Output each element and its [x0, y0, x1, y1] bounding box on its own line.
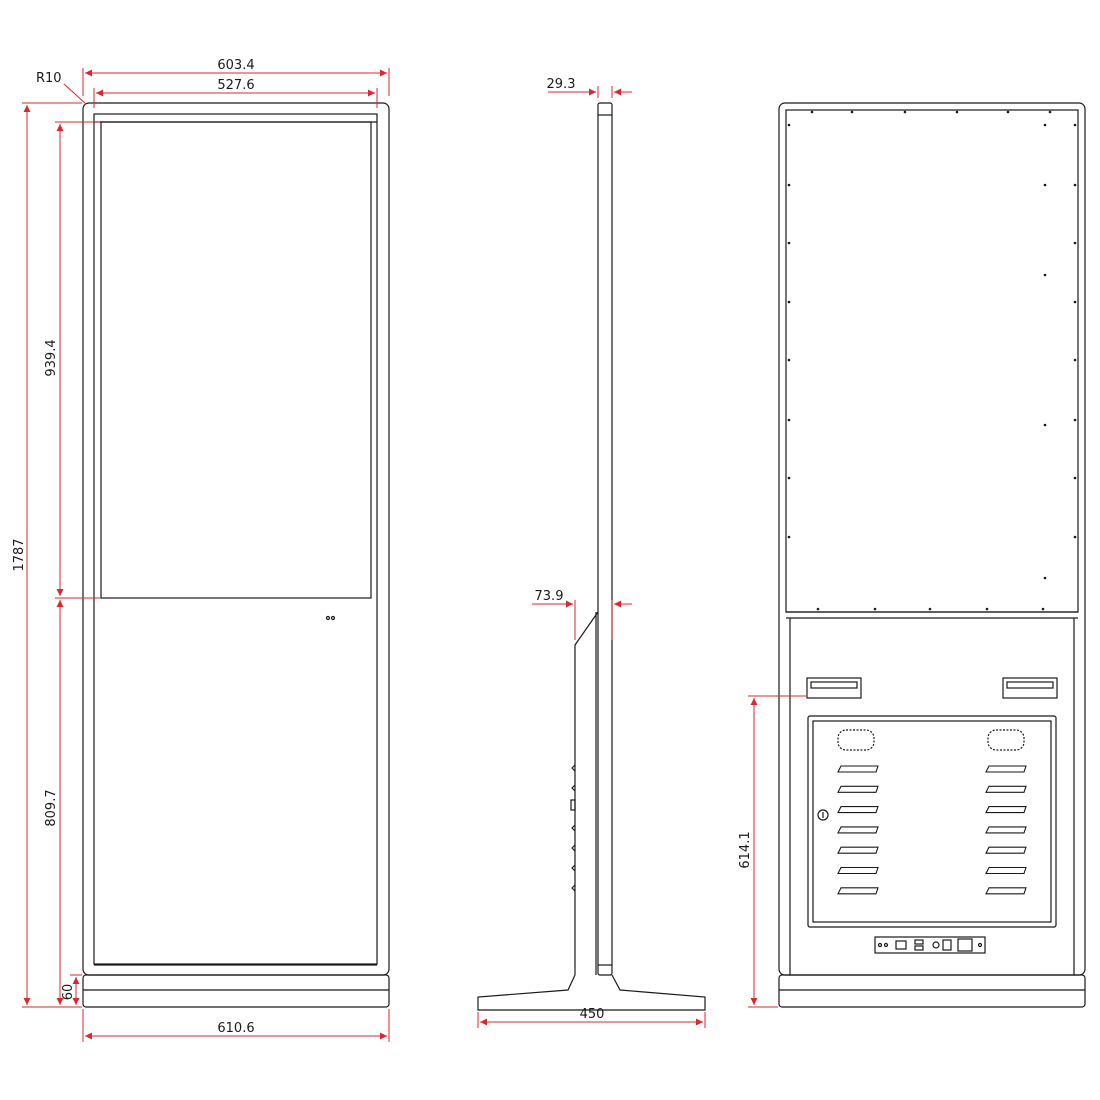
screw-hole: [928, 607, 932, 611]
rear-screw-holes: [787, 110, 1077, 611]
front-dimension-labels: 603.4 527.6 R10 1787 939.4 809.7 60 610.…: [12, 58, 255, 1036]
front-sensor-dot: [325, 615, 331, 621]
screw-hole: [1043, 183, 1047, 187]
vent-slot: [985, 785, 1027, 793]
screw-hole: [787, 300, 791, 304]
side-foot: [477, 974, 706, 1011]
vent-slot: [837, 826, 879, 834]
screw-hole: [1073, 476, 1077, 480]
label-base-width: 610.6: [217, 1021, 254, 1036]
rear-speaker-grille-left: [837, 729, 875, 751]
screw-hole: [1043, 423, 1047, 427]
rear-outer-frame: [778, 102, 1086, 976]
side-dimensions: [477, 86, 706, 1028]
screw-hole: [873, 607, 877, 611]
rear-speaker-grille-right: [987, 729, 1025, 751]
rear-base: [778, 974, 1086, 1008]
vent-slot: [985, 866, 1027, 875]
screw-hole: [1073, 358, 1077, 362]
rear-dimension-labels: 614.1: [738, 831, 753, 868]
front-base: [82, 974, 390, 1008]
screw-hole: [1006, 110, 1010, 114]
side-vent-ticks: [570, 764, 576, 892]
front-dimensions: [22, 68, 390, 1042]
screw-hole: [1043, 123, 1047, 127]
front-view: [82, 102, 390, 1008]
label-foot-length: 450: [580, 1007, 605, 1022]
vent-slot: [837, 866, 879, 875]
screw-hole: [1073, 300, 1077, 304]
screw-hole: [787, 418, 791, 422]
label-thickness: 29.3: [547, 77, 576, 92]
vent-slot: [985, 826, 1027, 834]
label-overall-width: 603.4: [217, 58, 254, 73]
label-door-height: 614.1: [738, 831, 753, 868]
screw-hole: [787, 476, 791, 480]
label-overall-height: 1787: [12, 538, 27, 571]
screw-hole: [1048, 110, 1052, 114]
label-screen-height: 939.4: [44, 339, 59, 376]
screw-hole: [1073, 241, 1077, 245]
side-panel: [597, 102, 613, 976]
screw-hole: [955, 110, 959, 114]
rear-handle-right: [1002, 677, 1058, 699]
label-corner-radius: R10: [36, 71, 62, 86]
screw-hole: [787, 358, 791, 362]
front-screen: [100, 121, 372, 599]
label-lower-height: 809.7: [44, 789, 59, 826]
vent-slot: [837, 785, 879, 793]
vent-slot: [985, 887, 1027, 895]
screw-hole: [1073, 183, 1077, 187]
rear-handle-left: [806, 677, 862, 699]
front-inner-frame: [93, 113, 378, 965]
front-outer-frame: [82, 102, 390, 976]
rear-upper-panel: [785, 109, 1079, 613]
screw-hole: [1043, 273, 1047, 277]
side-view: [477, 102, 706, 1011]
screw-hole: [1073, 418, 1077, 422]
screw-hole: [903, 110, 907, 114]
label-screen-width: 527.6: [217, 78, 254, 93]
dim-radius-leader: [63, 83, 87, 105]
screw-hole: [787, 123, 791, 127]
screw-hole: [787, 535, 791, 539]
screw-hole: [1041, 607, 1045, 611]
vent-slot: [837, 765, 879, 773]
vent-slot: [985, 806, 1027, 814]
screw-hole: [787, 183, 791, 187]
vent-slot: [985, 846, 1027, 854]
screw-hole: [985, 607, 989, 611]
rear-dimensions: [748, 695, 806, 1008]
screw-hole: [787, 241, 791, 245]
screw-hole: [810, 110, 814, 114]
screw-hole: [850, 110, 854, 114]
side-lower-housing: [574, 611, 599, 975]
side-dimension-labels: 29.3 73.9 450: [535, 77, 605, 1022]
vent-slot: [837, 846, 879, 854]
screw-hole: [1043, 576, 1047, 580]
rear-lock-icon: [817, 809, 829, 821]
screw-hole: [816, 607, 820, 611]
rear-view: [778, 102, 1086, 1008]
rear-vent-slots: [837, 765, 1027, 895]
screw-hole: [1073, 535, 1077, 539]
screw-hole: [1073, 123, 1077, 127]
rear-access-door: [807, 715, 1057, 928]
label-base-height: 60: [61, 984, 76, 1001]
vent-slot: [837, 806, 879, 814]
vent-slot: [837, 887, 879, 895]
label-lower-depth: 73.9: [535, 589, 564, 604]
vent-slot: [985, 765, 1027, 773]
rear-connector-panel: [874, 936, 986, 954]
front-sensor-dot: [330, 615, 336, 621]
